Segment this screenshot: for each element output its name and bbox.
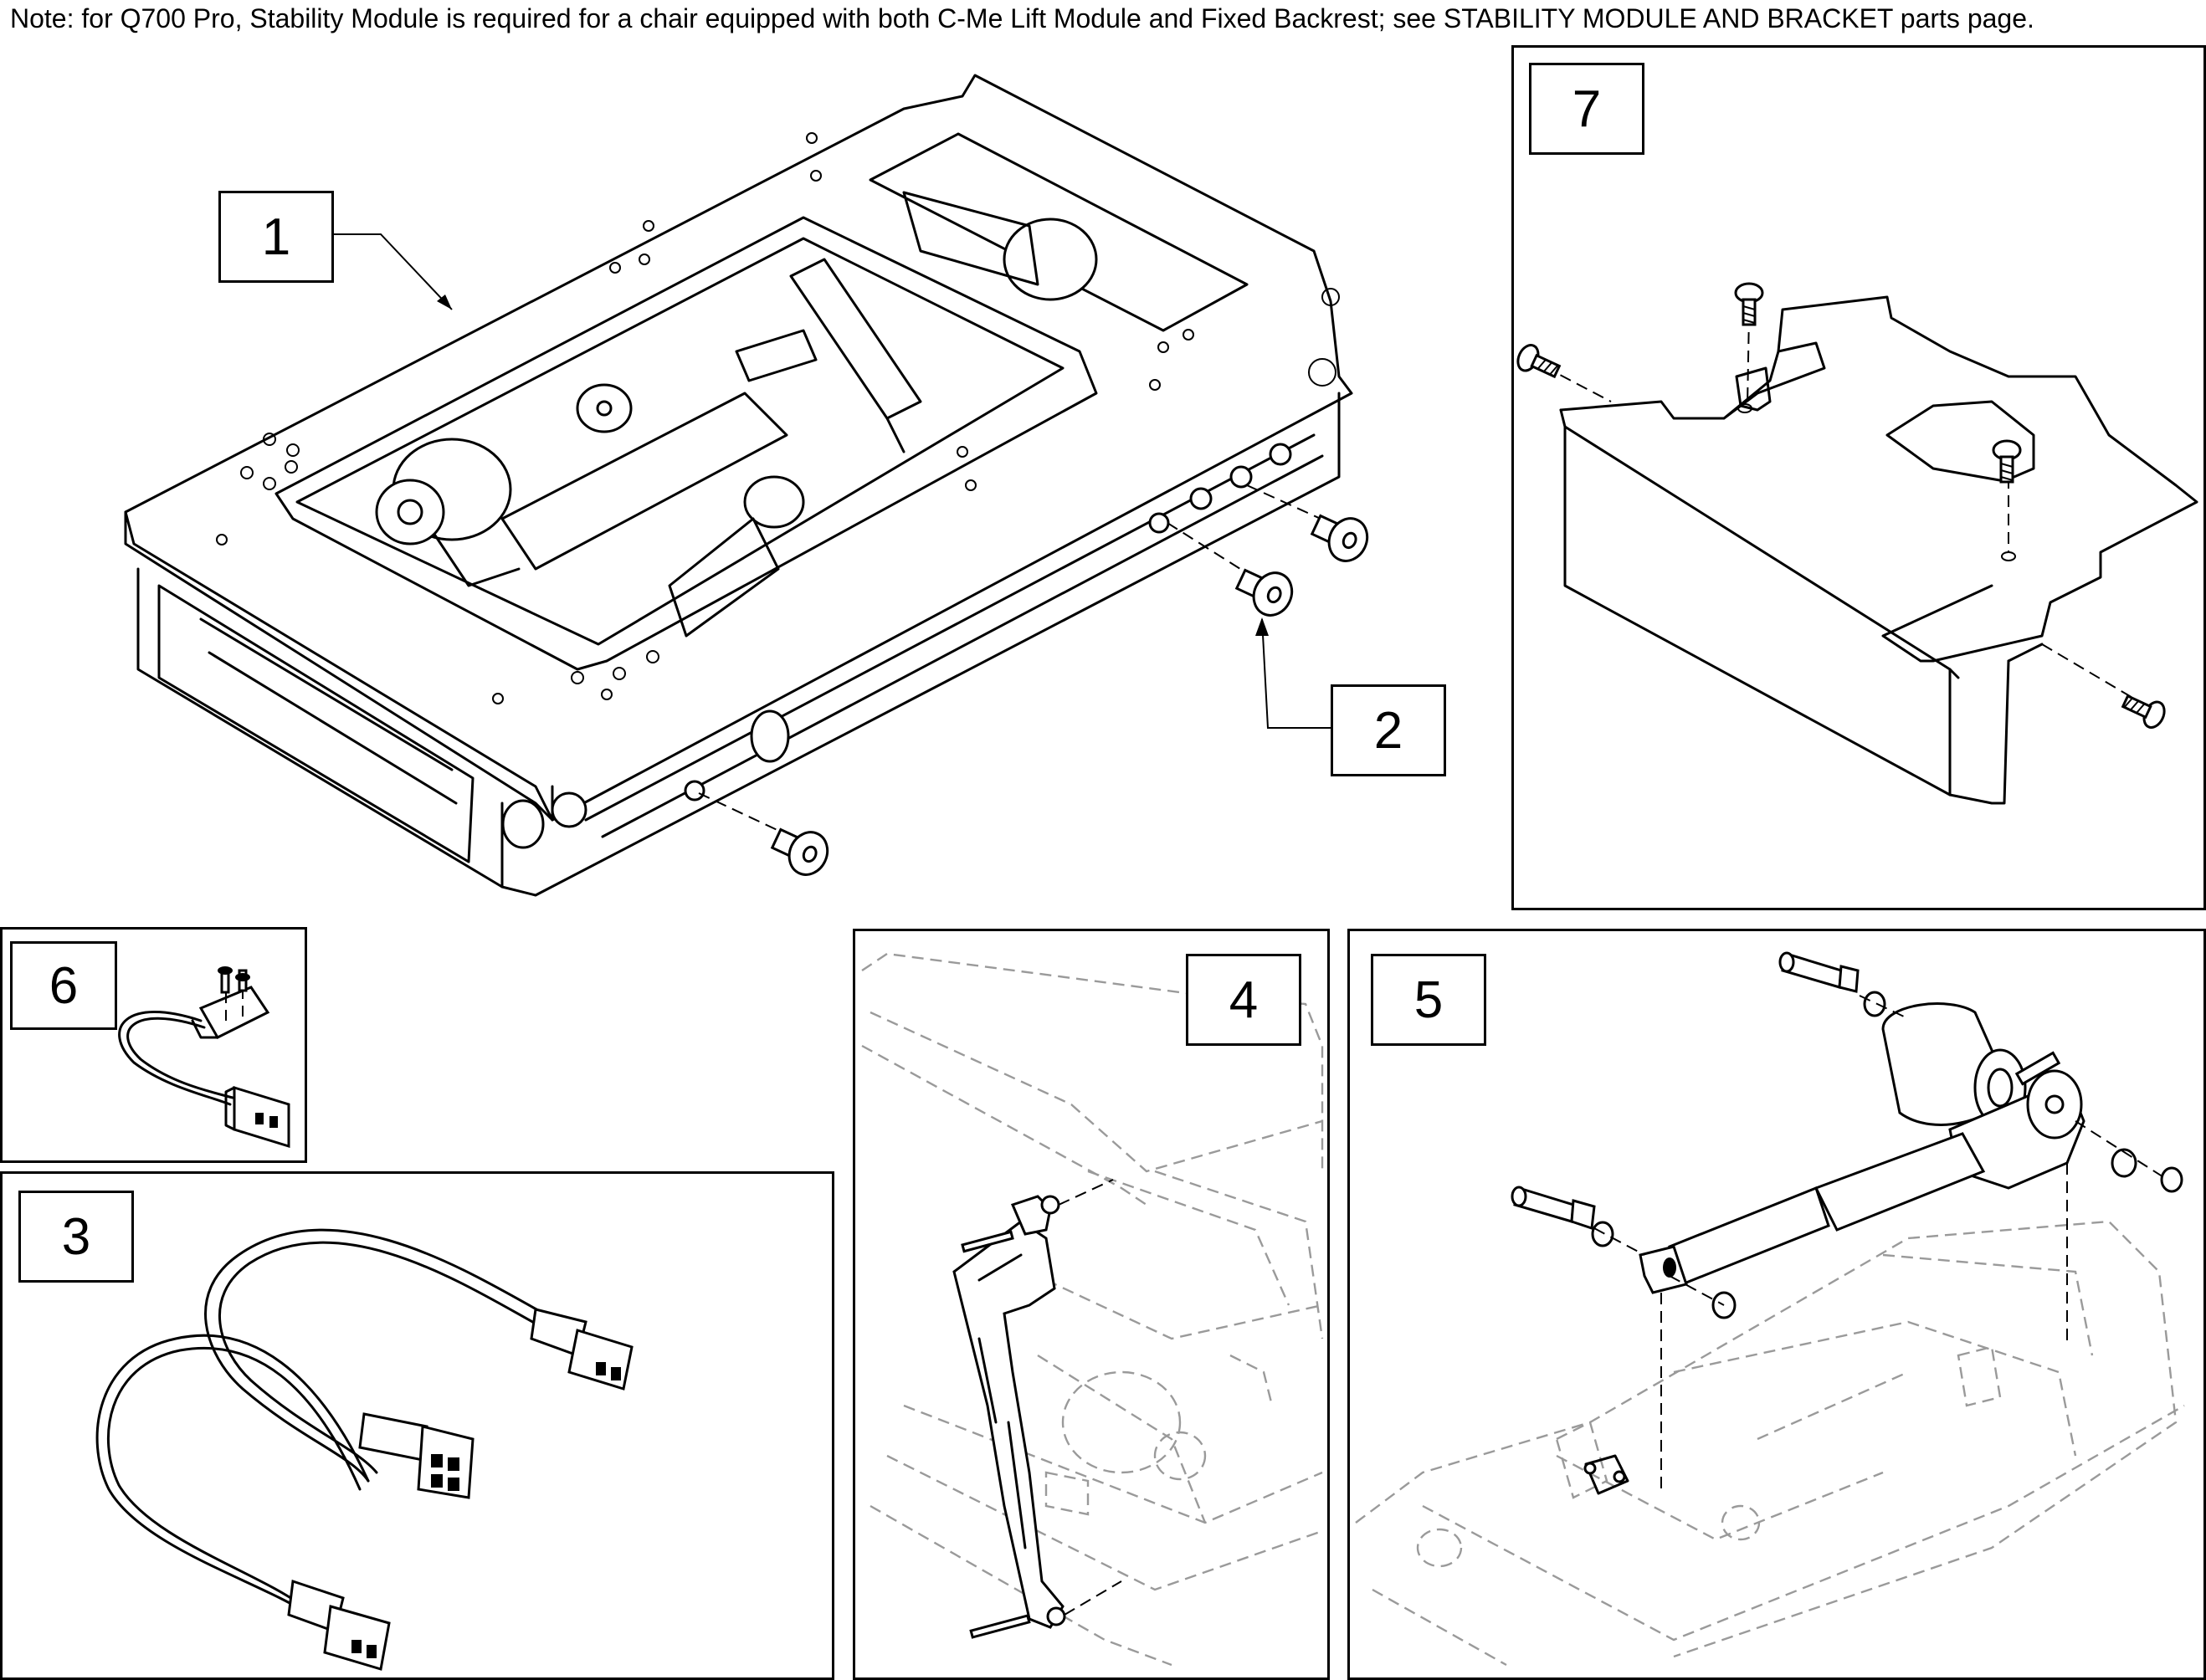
actuator-drawing xyxy=(1355,951,2185,1667)
callout-7: 7 xyxy=(1529,63,1644,155)
callout-5: 5 xyxy=(1371,954,1486,1046)
harness-cable-drawing xyxy=(95,1228,634,1671)
callout-6: 6 xyxy=(10,941,117,1030)
side-link-drawing xyxy=(861,952,1324,1667)
bracket-screws xyxy=(1516,282,2166,729)
frame-mounting-holes xyxy=(216,132,1340,704)
panel-7-stability-module xyxy=(1511,45,2206,910)
actuator-pins xyxy=(1511,951,1860,1231)
callout-2: 2 xyxy=(1331,684,1446,776)
switch-cable-drawing xyxy=(118,966,290,1149)
parts-note: Note: for Q700 Pro, Stability Module is … xyxy=(10,3,2034,33)
callout-4: 4 xyxy=(1186,954,1301,1046)
stability-bracket-drawing xyxy=(1516,282,2198,805)
panel-4-side-link xyxy=(853,929,1330,1680)
callout-1: 1 xyxy=(218,191,334,283)
panel-5-actuator xyxy=(1347,929,2206,1680)
callout-3: 3 xyxy=(18,1191,134,1283)
lift-module-screws xyxy=(770,514,1369,876)
